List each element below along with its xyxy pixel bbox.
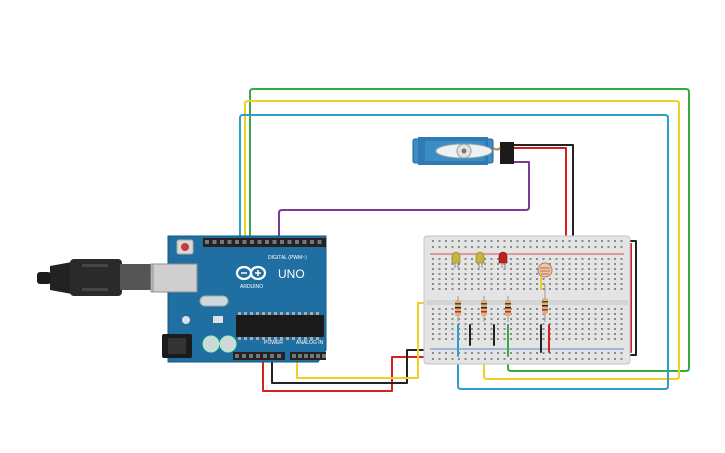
- pin-hole[interactable]: [249, 354, 253, 358]
- resistor[interactable]: [542, 284, 548, 322]
- pin-hole[interactable]: [270, 354, 274, 358]
- pin-hole[interactable]: [205, 240, 209, 244]
- capacitor: [219, 335, 237, 353]
- wire-purple[interactable]: [278, 161, 530, 241]
- led-right[interactable]: [498, 251, 508, 268]
- photoresistor[interactable]: [537, 262, 553, 278]
- pin-hole[interactable]: [212, 240, 217, 244]
- wire-blue[interactable]: [239, 114, 669, 390]
- resistor[interactable]: [505, 296, 511, 322]
- pin-hole[interactable]: [227, 240, 232, 244]
- pin-hole[interactable]: [250, 240, 254, 244]
- pin-hole[interactable]: [295, 240, 299, 244]
- led-middle[interactable]: [475, 251, 485, 268]
- pin-hole[interactable]: [235, 240, 239, 244]
- pin-hole[interactable]: [257, 240, 262, 244]
- capacitor: [202, 335, 220, 353]
- pin-hole[interactable]: [272, 240, 277, 244]
- pin-hole[interactable]: [322, 354, 326, 358]
- pin-hole[interactable]: [220, 240, 224, 244]
- led-left[interactable]: [451, 251, 461, 268]
- pin-hole[interactable]: [242, 240, 247, 244]
- analog-label: ANALOG IN: [296, 340, 324, 346]
- wires: [239, 88, 690, 392]
- pin-hole[interactable]: [265, 240, 269, 244]
- digital-pins[interactable]: [205, 240, 322, 244]
- wire-green[interactable]: [249, 88, 690, 372]
- resistor[interactable]: [455, 296, 461, 322]
- pin-hole[interactable]: [298, 354, 302, 358]
- model-label: UNO: [278, 267, 305, 281]
- pin-hole[interactable]: [235, 354, 239, 358]
- pin-hole[interactable]: [310, 240, 314, 244]
- pin-hole[interactable]: [317, 240, 322, 244]
- short-jumpers: [457, 324, 550, 357]
- microcontroller-chip: [236, 315, 324, 337]
- wire-yellow[interactable]: [244, 100, 680, 380]
- breadboard-holes[interactable]: [432, 240, 623, 360]
- pin-hole[interactable]: [287, 240, 292, 244]
- pin-hole[interactable]: [302, 240, 307, 244]
- resistor[interactable]: [481, 296, 487, 322]
- wire-gnd-black[interactable]: [271, 349, 433, 384]
- breadboard[interactable]: [423, 235, 631, 365]
- pin-hole[interactable]: [292, 354, 296, 358]
- pin-hole[interactable]: [256, 354, 260, 358]
- wire-servo-black[interactable]: [512, 144, 574, 249]
- usb-port: [152, 263, 198, 293]
- pin-hole[interactable]: [280, 240, 284, 244]
- pin-hole[interactable]: [277, 354, 281, 358]
- wire-servo-red[interactable]: [512, 147, 567, 249]
- resistors[interactable]: [455, 284, 548, 322]
- brand-label: ARDUINO: [240, 284, 263, 290]
- pin-hole[interactable]: [263, 354, 267, 358]
- pin-hole[interactable]: [242, 354, 246, 358]
- servo-motor[interactable]: [412, 137, 514, 165]
- servo-connector: [500, 142, 514, 164]
- pin-hole[interactable]: [304, 354, 308, 358]
- digital-label: DIGITAL (PWM~): [268, 255, 307, 261]
- wire-5v-red[interactable]: [262, 356, 433, 392]
- power-label: POWER: [264, 340, 283, 346]
- arduino-uno-board[interactable]: DIGITAL (PWM~) UNO ARDUINO POWER ANALOG …: [152, 235, 327, 363]
- arduino-logo: [235, 265, 267, 281]
- pin-hole[interactable]: [316, 354, 320, 358]
- digital-header: [203, 238, 326, 247]
- power-analog-pins[interactable]: [235, 354, 326, 358]
- pin-hole[interactable]: [310, 354, 314, 358]
